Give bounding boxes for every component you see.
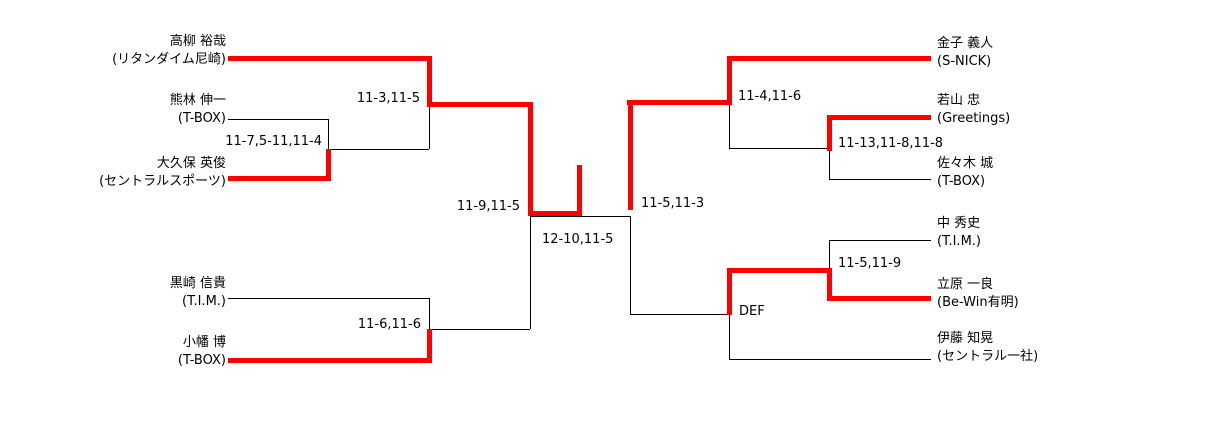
line-right-round1-bottom-output-winner <box>727 268 832 273</box>
score-right-quarter-top: 11-4,11-6 <box>738 89 802 104</box>
line-takayanagi-entry-winner <box>228 56 432 61</box>
player-name-kurosaki: 黒崎 信貴 <box>169 276 226 291</box>
line-naka-entry <box>829 240 931 241</box>
line-right-semifinal-vertical-lower <box>630 216 631 314</box>
line-right-quarter-vertical-lower <box>729 102 730 148</box>
line-right-quarter-output-winner <box>627 100 732 105</box>
line-okubo-entry-winner <box>228 176 330 181</box>
line-kurosaki-entry <box>228 298 429 299</box>
line-left-round1-vertical-winner <box>326 149 331 181</box>
player-club-ito: (セントラル一社) <box>937 349 1039 364</box>
player-club-takayanagi: (リタンダイム尼崎) <box>112 52 226 67</box>
line-left-round1-output <box>328 149 429 150</box>
player-club-kumabayashi: (T-BOX) <box>177 111 226 126</box>
player-club-naka: (T.I.M.) <box>937 234 981 249</box>
score-right-quarter-def: DEF <box>739 304 765 319</box>
score-left-quarter-top: 11-3,11-5 <box>356 91 420 106</box>
line-left-quarter-output-winner <box>427 102 532 107</box>
line-left-semifinal-vertical-winner <box>528 102 533 216</box>
line-right-semifinal-vertical-winner <box>628 100 633 210</box>
line-final-winner-segment <box>528 211 582 216</box>
line-left-round1-vertical-upper <box>328 119 329 149</box>
line-right-round1-vertical-winner <box>827 115 832 151</box>
player-name-kumabayashi: 熊林 伸一 <box>169 93 226 108</box>
line-tachihara-entry-winner <box>827 296 931 301</box>
line-left-round1-bottom-output <box>429 329 530 330</box>
player-club-wakayama: (Greetings) <box>937 111 1011 126</box>
line-kumabayashi-entry <box>228 119 328 120</box>
player-name-naka: 中 秀史 <box>937 216 981 231</box>
line-kaneko-entry-winner <box>727 56 931 61</box>
player-club-sasaki: (T-BOX) <box>937 174 986 189</box>
score-right-round1-bottom: 11-5,11-9 <box>838 256 902 271</box>
player-name-takayanagi: 高柳 裕哉 <box>169 34 226 49</box>
line-right-quarter-bottom-vertical-lower <box>729 314 730 359</box>
player-name-kaneko: 金子 義人 <box>937 36 994 51</box>
player-club-obata: (T-BOX) <box>177 353 226 368</box>
line-champion-stub <box>577 165 582 216</box>
line-left-round1-bottom-vertical-winner <box>427 329 432 363</box>
player-name-ito: 伊藤 知晃 <box>937 331 994 346</box>
line-right-round1-output <box>729 148 829 149</box>
score-left-round1-bottom: 11-6,11-6 <box>357 317 421 332</box>
line-right-quarter-bottom-vertical-winner <box>727 268 732 315</box>
line-right-quarter-vertical-winner <box>727 56 732 105</box>
line-right-round1-vertical-lower <box>829 148 830 179</box>
score-left-semifinal: 11-9,11-5 <box>456 199 520 214</box>
player-club-okubo: (セントラルスポーツ) <box>99 174 226 189</box>
line-sasaki-entry <box>829 179 931 180</box>
player-name-okubo: 大久保 英俊 <box>156 156 226 171</box>
player-club-kaneko: (S-NICK) <box>937 54 992 69</box>
line-left-round1-bottom-vertical-upper <box>429 298 430 329</box>
player-club-kurosaki: (T.I.M.) <box>182 294 226 309</box>
score-right-round1-top: 11-13,11-8,11-8 <box>838 136 944 151</box>
line-right-quarter-bottom-output <box>630 314 729 315</box>
line-right-round1-bottom-vertical-winner <box>827 268 832 301</box>
line-obata-entry-winner <box>228 358 432 363</box>
player-club-tachihara: (Be-Win有明) <box>937 295 1019 310</box>
line-right-round1-bottom-vertical-upper <box>829 240 830 270</box>
line-wakayama-entry-winner <box>827 115 931 120</box>
line-left-quarter-vertical-lower <box>429 104 430 149</box>
player-name-wakayama: 若山 忠 <box>937 93 981 108</box>
player-name-tachihara: 立原 一良 <box>937 277 994 292</box>
line-ito-entry <box>729 359 931 360</box>
score-final: 12-10,11-5 <box>542 232 614 247</box>
score-right-semifinal: 11-5,11-3 <box>641 196 705 211</box>
player-name-obata: 小幡 博 <box>182 335 226 350</box>
line-left-semifinal-vertical-lower <box>530 216 531 329</box>
line-left-quarter-vertical-winner <box>427 56 432 106</box>
score-left-round1-top: 11-7,5-11,11-4 <box>225 134 322 149</box>
player-name-sasaki: 佐々木 城 <box>937 156 994 171</box>
line-final <box>530 216 631 217</box>
